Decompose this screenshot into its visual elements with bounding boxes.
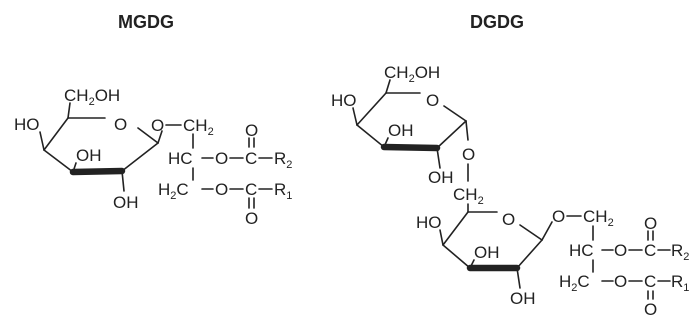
dgdg-glycosidic-oxygen-2: O xyxy=(552,207,565,226)
dgdg-r1-label: R1 xyxy=(671,272,689,294)
mgdg-glycosidic-oxygen: O xyxy=(151,116,164,135)
dgdg-lower-oh-c3-label: OH xyxy=(474,243,500,262)
mgdg-r2-label: R2 xyxy=(274,149,292,171)
dgdg-lower-ho-label: HO xyxy=(416,213,442,232)
mgdg-ester-oxygen-r2: O xyxy=(215,149,228,168)
dgdg-h2c-label: H2C xyxy=(559,272,590,294)
mgdg-r1-label: R1 xyxy=(274,180,292,202)
dgdg-lower-oh-c2-label: OH xyxy=(510,289,536,308)
mgdg-carbonyl-carbon-r2: C xyxy=(245,149,257,168)
dgdg-upper-galactose-ring xyxy=(352,79,469,182)
mgdg-title: MGDG xyxy=(118,12,174,32)
mgdg-carbonyl-carbon-r1: C xyxy=(245,180,257,199)
dgdg-carbonyl-carbon-r2: C xyxy=(644,241,656,260)
dgdg-lower-galactose-ring xyxy=(439,203,553,289)
dgdg-carbonyl-oxygen-r2: O xyxy=(644,214,657,233)
dgdg-structure: DGDG O CH2OH HO OH OH O CH2 xyxy=(331,12,689,319)
mgdg-structure: MGDG O CH2OH HO OH OH O CH2 xyxy=(14,12,292,228)
mgdg-ho-label: HO xyxy=(14,115,40,134)
dgdg-upper-ho-label: HO xyxy=(331,91,357,110)
mgdg-ch2-label: CH2 xyxy=(183,116,214,138)
mgdg-galactose-ring xyxy=(39,102,163,192)
dgdg-upper-oh-c3-label: OH xyxy=(388,121,414,140)
dgdg-title: DGDG xyxy=(470,12,524,32)
mgdg-ring-oxygen: O xyxy=(114,115,127,134)
mgdg-h2c-label: H2C xyxy=(158,180,189,202)
mgdg-oh-c3-label: OH xyxy=(76,146,102,165)
dgdg-ch2oh-label: CH2OH xyxy=(384,63,440,85)
dgdg-carbonyl-oxygen-r1: O xyxy=(644,300,657,319)
mgdg-hc-label: HC xyxy=(168,149,193,168)
mgdg-ester-oxygen-r1: O xyxy=(215,180,228,199)
dgdg-glycosidic-oxygen-1: O xyxy=(462,145,475,164)
dgdg-carbonyl-carbon-r1: C xyxy=(644,272,656,291)
dgdg-ch2-label: CH2 xyxy=(583,207,614,229)
dgdg-lower-ring-oxygen: O xyxy=(502,210,515,229)
dgdg-lower-ch2-label: CH2 xyxy=(453,185,484,207)
dgdg-ester-oxygen-r2: O xyxy=(614,241,627,260)
mgdg-carbonyl-oxygen-r1: O xyxy=(245,209,258,228)
mgdg-ch2oh-label: CH2OH xyxy=(64,86,120,108)
mgdg-carbonyl-oxygen-r2: O xyxy=(245,121,258,140)
dgdg-upper-ring-oxygen: O xyxy=(426,91,439,110)
dgdg-r2-label: R2 xyxy=(671,241,689,263)
dgdg-ester-oxygen-r1: O xyxy=(614,272,627,291)
mgdg-oh-c2-label: OH xyxy=(113,193,139,212)
dgdg-hc-label: HC xyxy=(569,241,594,260)
dgdg-upper-oh-c2-label: OH xyxy=(428,168,454,187)
